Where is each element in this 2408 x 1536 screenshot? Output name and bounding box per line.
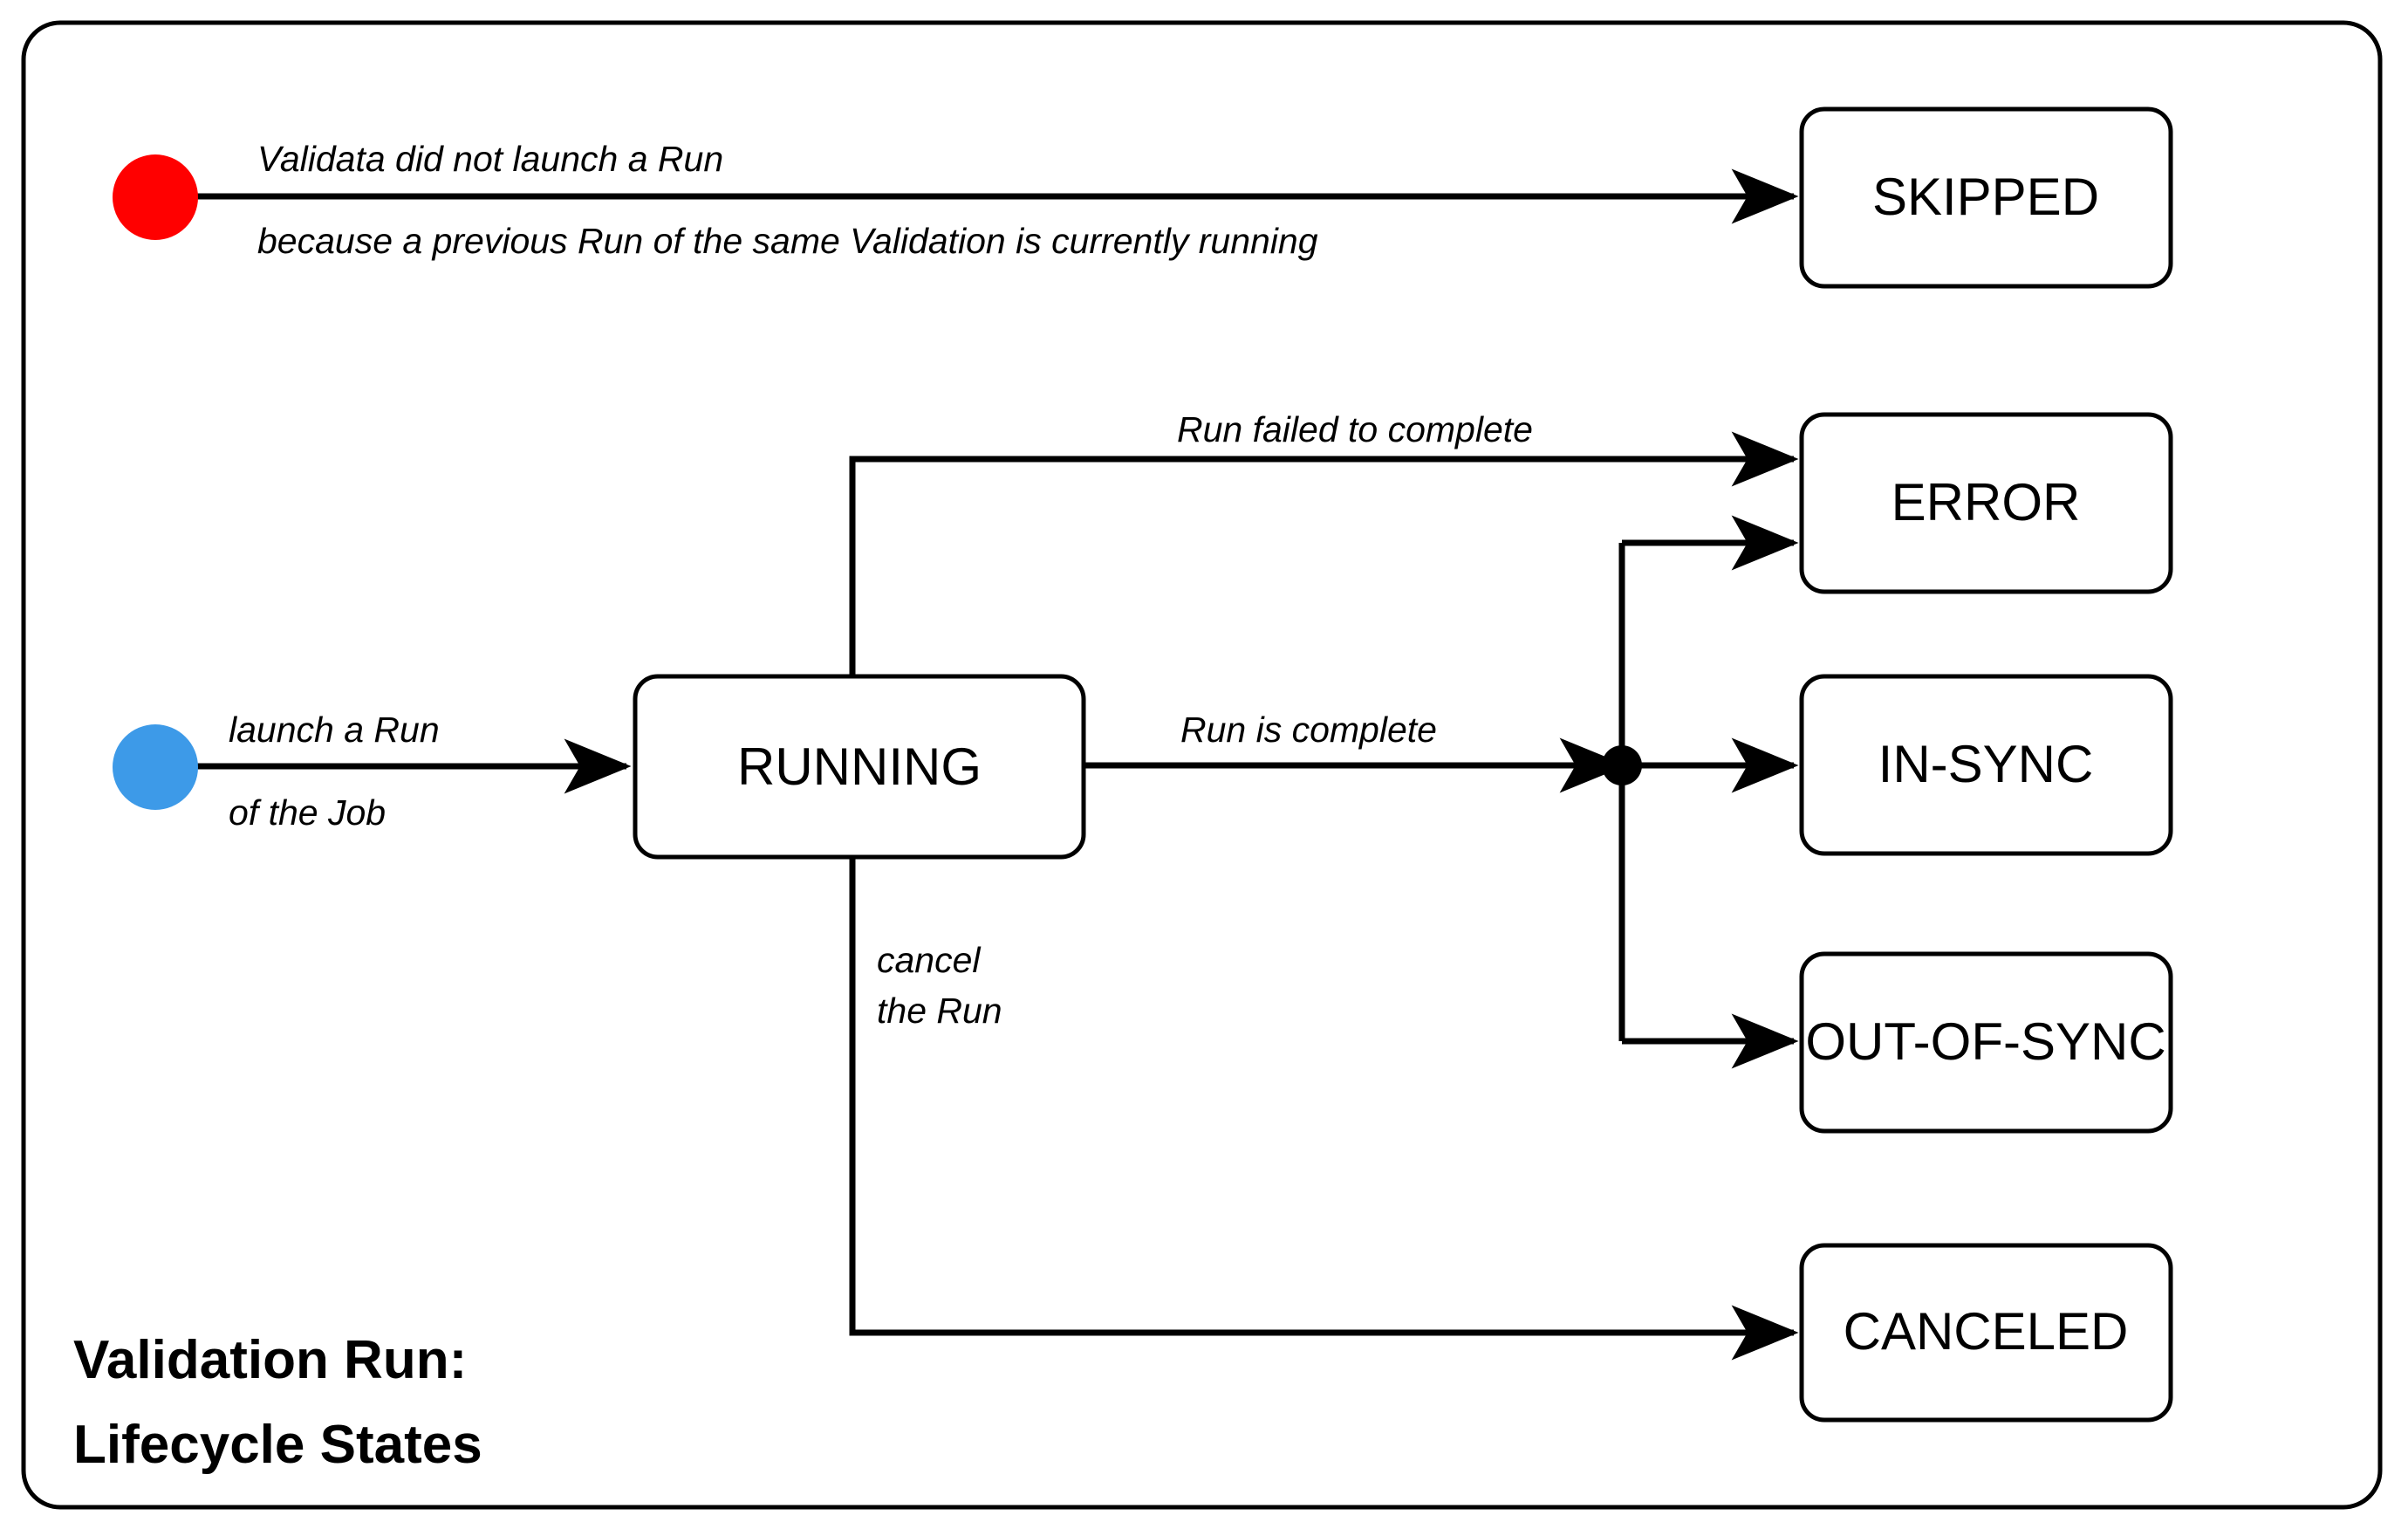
edge-label-running-to-error: Run failed to complete	[1177, 409, 1533, 449]
state-label-running: RUNNING	[737, 737, 982, 796]
edge-label-running-to-canceled-line2: the Run	[877, 991, 1002, 1031]
diagram-title-line2: Lifecycle States	[73, 1415, 482, 1475]
state-label-in-sync: IN-SYNC	[1878, 735, 2094, 793]
edge-label-to-running-line2: of the Job	[229, 792, 386, 833]
state-node-skipped[interactable]	[1799, 106, 2173, 289]
state-label-skipped: SKIPPED	[1872, 168, 2099, 226]
state-node-running[interactable]	[633, 674, 1086, 860]
skipped-start-node-icon	[113, 154, 198, 240]
edge-label-to-skipped-line2: because a previous Run of the same Valid…	[257, 221, 1318, 261]
diagram-title-line1: Validation Run:	[73, 1330, 467, 1390]
state-label-canceled: CANCELED	[1844, 1302, 2129, 1361]
state-label-error: ERROR	[1892, 473, 2081, 531]
edge-running-to-canceled	[849, 857, 1799, 1361]
state-node-in-sync[interactable]	[1799, 674, 2173, 856]
edge-label-to-skipped-line1: Validata did not launch a Run	[257, 139, 723, 179]
state-node-error[interactable]	[1799, 412, 2173, 594]
edge-label-running-to-junction: Run is complete	[1180, 710, 1437, 750]
completion-junction-icon	[1602, 745, 1642, 785]
edge-label-running-to-canceled-line1: cancel	[877, 940, 982, 980]
running-start-node-icon	[113, 724, 198, 810]
state-label-out-of-sync: OUT-OF-SYNC	[1805, 1012, 2165, 1071]
state-node-canceled[interactable]	[1799, 1243, 2173, 1423]
state-node-out-of-sync[interactable]	[1799, 951, 2173, 1134]
edge-label-to-running-line1: launch a Run	[229, 710, 440, 750]
edge-running-to-error	[849, 431, 1799, 676]
